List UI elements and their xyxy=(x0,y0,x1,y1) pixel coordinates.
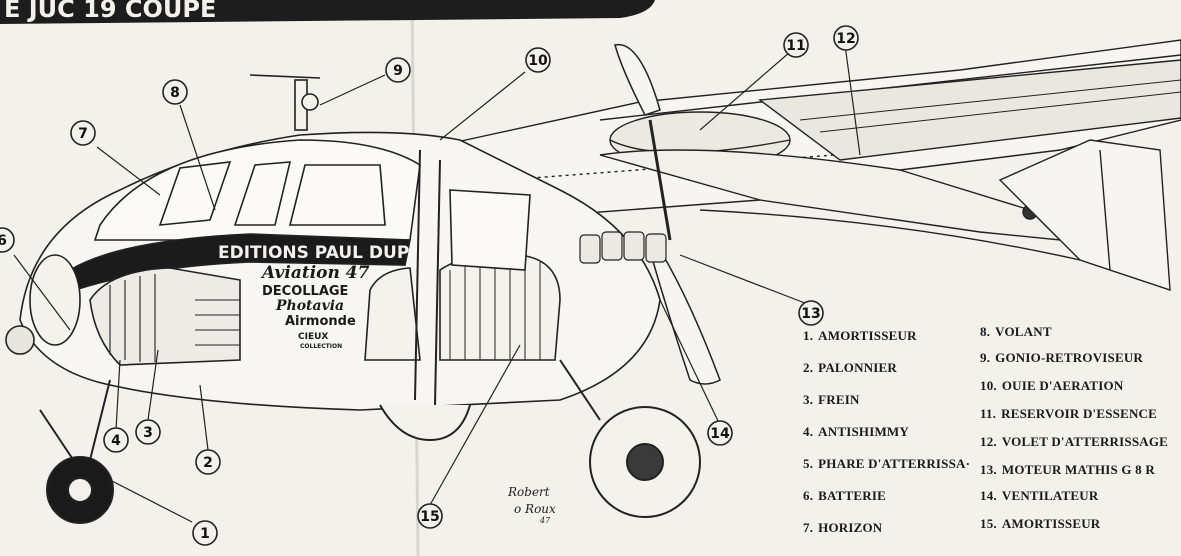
callout-number-13: 13 xyxy=(801,306,820,322)
legend-label: AMORTISSEUR xyxy=(1001,516,1101,531)
callout-number-2: 2 xyxy=(203,455,213,471)
legend-number: 13. xyxy=(980,462,997,477)
callout-circle-13 xyxy=(798,300,824,326)
legend-item-3: 3. FREIN xyxy=(803,392,860,408)
callout-circle-10 xyxy=(525,47,551,73)
callout-leaders xyxy=(13,44,861,523)
main-landing-gear xyxy=(379,359,701,518)
nose-landing-gear xyxy=(39,379,114,524)
legend-label: HORIZON xyxy=(818,520,883,535)
legend-number: 2. xyxy=(803,360,814,375)
legend-item-15: 15. AMORTISSEUR xyxy=(980,516,1100,532)
fuselage-line1: EDITIONS PAUL DUP xyxy=(218,243,409,263)
legend-number: 4. xyxy=(803,424,814,439)
legend-label: VOLET D'ATTERRISSAGE xyxy=(1001,434,1169,449)
fuselage-line4: Photavia xyxy=(275,298,344,314)
callout-circle-6 xyxy=(0,227,15,253)
legend-label: FREIN xyxy=(818,392,860,407)
legend-label: VOLANT xyxy=(995,324,1052,339)
legend-label: AMORTISSEUR xyxy=(818,328,917,343)
propeller xyxy=(614,44,721,385)
callout-number-3: 3 xyxy=(143,425,153,441)
callout-circle-8 xyxy=(162,79,188,105)
callout-circle-2 xyxy=(195,449,221,475)
legend-label: MOTEUR MATHIS G 8 R xyxy=(1001,462,1155,477)
callout-circle-9 xyxy=(385,57,411,83)
legend-number: 9. xyxy=(980,350,991,365)
callout-circle-15 xyxy=(417,503,443,529)
legend-item-2: 2. PALONNIER xyxy=(803,360,897,376)
callout-circle-14 xyxy=(707,420,733,446)
legend-item-13: 13. MOTEUR MATHIS G 8 R xyxy=(980,462,1155,478)
legend-item-10: 10. OUIE D'AERATION xyxy=(980,378,1123,394)
callout-circle-7 xyxy=(70,120,96,146)
legend-label: OUIE D'AERATION xyxy=(1001,378,1124,393)
callout-circle-1 xyxy=(192,520,218,546)
legend-item-1: 1. AMORTISSEUR xyxy=(803,328,917,344)
legend-item-7: 7. HORIZON xyxy=(803,520,882,536)
legend-number: 7. xyxy=(803,520,814,535)
gonio-antenna xyxy=(249,74,321,131)
fuselage-line6: CIEUX xyxy=(298,332,328,342)
callout-number-14: 14 xyxy=(710,426,730,442)
fuselage-line3: DECOLLAGE xyxy=(262,284,348,299)
legend-number: 10. xyxy=(980,378,997,393)
legend-item-14: 14. VENTILATEUR xyxy=(980,488,1098,504)
callout-number-8: 8 xyxy=(170,85,180,101)
legend-number: 6. xyxy=(803,488,814,503)
legend-label: BATTERIE xyxy=(818,488,886,503)
title-banner: E JUC 19 COUPE xyxy=(0,0,655,24)
legend-number: 8. xyxy=(980,324,991,339)
legend-item-5: 5. PHARE D'ATTERRISSA· xyxy=(803,456,970,472)
legend-item-11: 11. RESERVOIR D'ESSENCE xyxy=(980,406,1157,422)
callout-number-12: 12 xyxy=(836,31,855,47)
legend-number: 15. xyxy=(980,516,997,531)
signature-surname: o Roux xyxy=(514,502,556,516)
legend-label: GONIO-RETROVISEUR xyxy=(995,350,1144,365)
legend-item-9: 9. GONIO-RETROVISEUR xyxy=(980,350,1143,366)
callout-number-10: 10 xyxy=(528,53,548,69)
callout-number-15: 15 xyxy=(420,509,439,525)
legend-item-4: 4. ANTISHIMMY xyxy=(803,424,909,440)
legend-label: PALONNIER xyxy=(818,360,897,375)
legend-label: RESERVOIR D'ESSENCE xyxy=(1001,406,1158,421)
wing xyxy=(419,39,1181,291)
fuselage-lettering: EDITIONS PAUL DUP Aviation 47 DECOLLAGE … xyxy=(218,243,409,350)
legend-label: PHARE D'ATTERRISSA· xyxy=(818,456,971,471)
callout-circle-3 xyxy=(135,419,161,445)
callout-number-7: 7 xyxy=(78,126,88,142)
fuselage-line2: Aviation 47 xyxy=(260,263,370,283)
callout-circle-4 xyxy=(103,427,129,453)
legend-number: 12. xyxy=(980,434,997,449)
fuselage-line5: Airmonde xyxy=(285,314,356,329)
artist-signature: Robert o Roux 47 xyxy=(507,485,556,525)
legend-label: ANTISHIMMY xyxy=(818,424,909,439)
callout-number-1: 1 xyxy=(200,526,210,542)
callout-circle-11 xyxy=(783,32,809,58)
callout-circle-12 xyxy=(833,25,859,51)
legend-item-8: 8. VOLANT xyxy=(980,324,1052,340)
callout-number-11: 11 xyxy=(786,38,805,54)
legend-number: 5. xyxy=(803,456,814,471)
signature-name: Robert xyxy=(507,485,550,499)
callout-number-9: 9 xyxy=(393,63,403,79)
callout-number-6: 6 xyxy=(0,233,7,249)
legend-label: VENTILATEUR xyxy=(1001,488,1099,503)
legend-number: 3. xyxy=(803,392,814,407)
legend-item-12: 12. VOLET D'ATTERRISSAGE xyxy=(980,434,1168,450)
banner-title: E JUC 19 COUPE xyxy=(4,0,216,23)
legend-number: 1. xyxy=(803,328,814,343)
signature-year: 47 xyxy=(539,516,551,525)
fuselage xyxy=(5,131,667,411)
callout-number-4: 4 xyxy=(111,433,121,449)
fuselage-line7: COLLECTION xyxy=(300,343,342,350)
legend-number: 14. xyxy=(980,488,997,503)
legend-number: 11. xyxy=(980,406,997,421)
legend-item-6: 6. BATTERIE xyxy=(803,488,886,504)
